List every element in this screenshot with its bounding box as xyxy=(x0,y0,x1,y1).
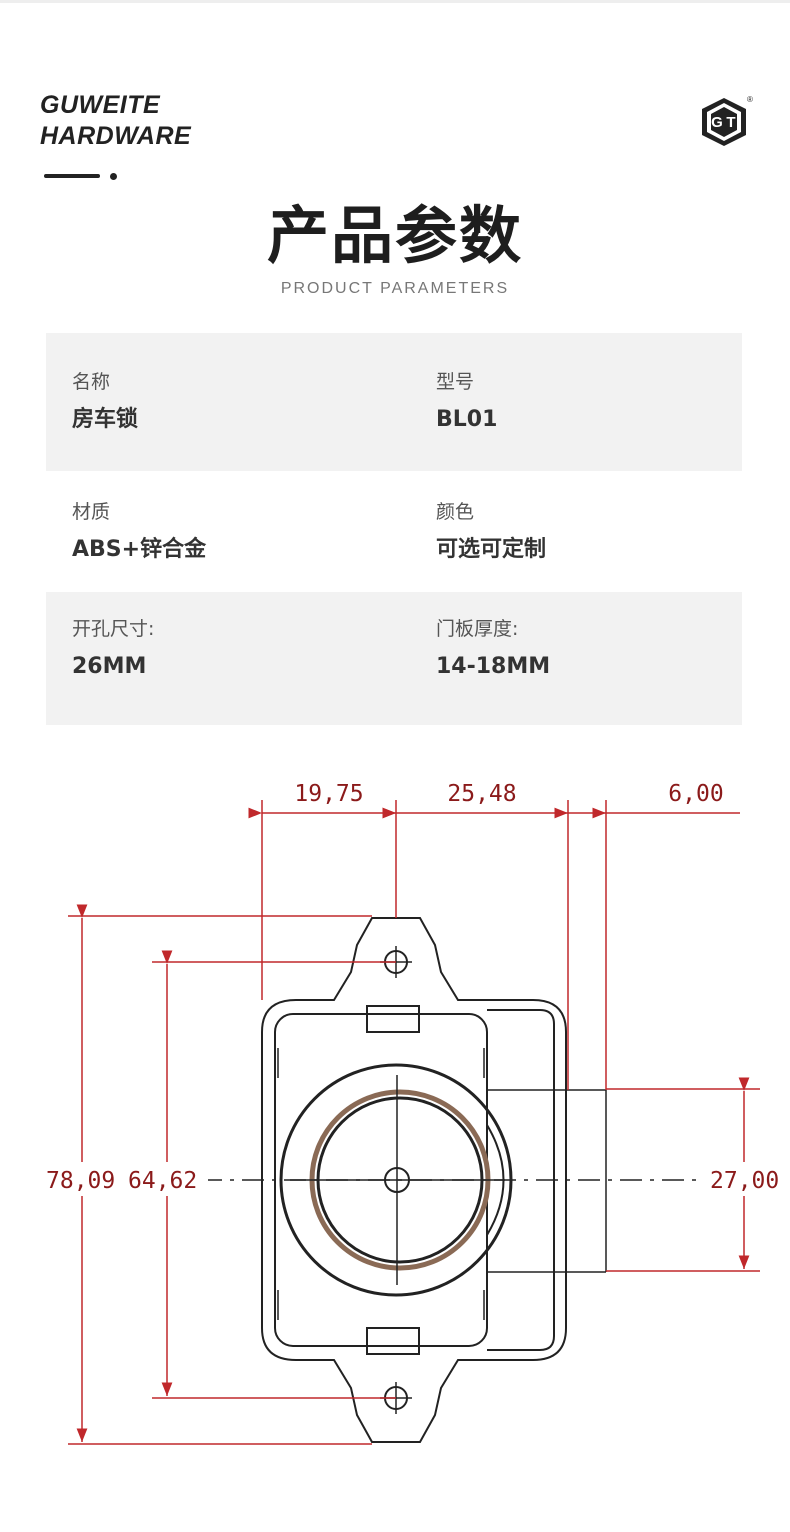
param-value: BL01 xyxy=(436,407,498,432)
dim-width-left: 19,75 xyxy=(294,781,363,807)
param-color: 颜色 可选可定制 xyxy=(436,499,546,565)
param-label: 材质 xyxy=(72,501,111,523)
param-name: 名称 房车锁 xyxy=(72,369,138,435)
param-label: 门板厚度: xyxy=(436,618,519,640)
brand-dot xyxy=(110,173,117,180)
param-value: 14-18MM xyxy=(436,654,551,679)
param-model: 型号 BL01 xyxy=(436,369,497,435)
brand-name: GUWEITE HARDWARE xyxy=(40,90,191,152)
dim-height-total: 78,09 xyxy=(46,1168,115,1194)
param-label: 名称 xyxy=(72,371,111,393)
svg-text:T: T xyxy=(726,114,735,131)
param-row-2: 材质 ABS+锌合金 颜色 可选可定制 xyxy=(46,471,742,592)
param-value: 可选可定制 xyxy=(436,537,547,562)
top-rule xyxy=(0,0,790,3)
brand-line-2: HARDWARE xyxy=(40,122,192,150)
param-value: 26MM xyxy=(72,654,147,679)
param-material: 材质 ABS+锌合金 xyxy=(72,499,206,565)
param-label: 开孔尺寸: xyxy=(72,618,155,640)
technical-drawing: 19,75 25,48 6,00 78,09 64,62 27,00 xyxy=(40,781,784,1445)
param-label: 颜色 xyxy=(436,501,475,523)
dimension-lines xyxy=(68,800,760,1445)
brand-underline xyxy=(44,174,100,178)
param-value: 房车锁 xyxy=(72,407,139,432)
brand-line-1: GUWEITE xyxy=(40,91,161,119)
gtw-logo-icon: G T ® xyxy=(702,95,753,146)
svg-text:®: ® xyxy=(747,95,753,104)
svg-text:G: G xyxy=(711,114,723,131)
dim-height-side: 27,00 xyxy=(710,1168,779,1194)
param-row-1: 名称 房车锁 型号 BL01 xyxy=(46,333,742,471)
page-subtitle: PRODUCT PARAMETERS xyxy=(280,280,510,297)
param-hole-size: 开孔尺寸: 26MM xyxy=(72,616,154,682)
page-title: 产品参数 xyxy=(266,199,523,272)
param-row-3: 开孔尺寸: 26MM 门板厚度: 14-18MM xyxy=(46,592,742,725)
param-door-thickness: 门板厚度: 14-18MM xyxy=(436,616,550,682)
param-label: 型号 xyxy=(436,371,475,393)
dim-width-middle: 25,48 xyxy=(447,781,516,807)
dim-width-right: 6,00 xyxy=(668,781,723,807)
dim-height-holes: 64,62 xyxy=(128,1168,197,1194)
param-value: ABS+锌合金 xyxy=(72,537,207,562)
